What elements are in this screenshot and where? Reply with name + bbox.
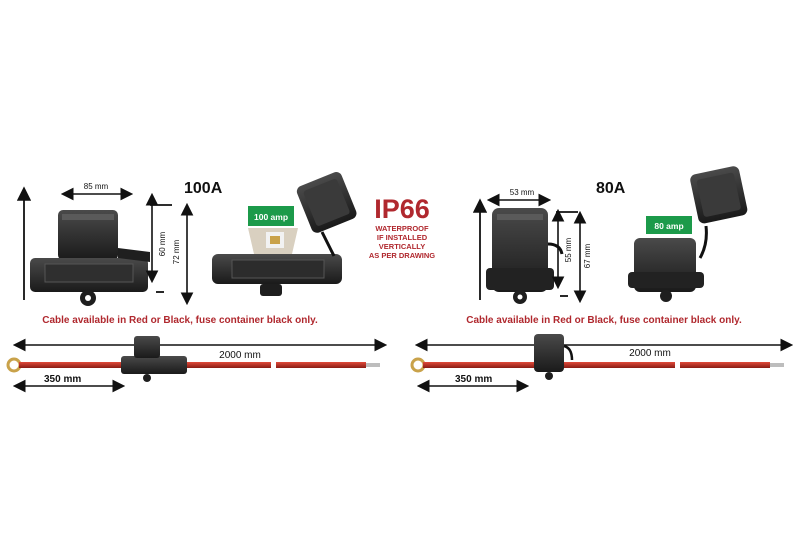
left-fuse-tag	[248, 206, 294, 226]
left-rating: 100A	[184, 180, 223, 197]
right-closed-holder	[486, 208, 564, 304]
left-lead-length: 350 mm	[44, 374, 81, 385]
ip-note-line-1: WATERPROOF	[375, 224, 429, 233]
ip-note-line-2: IF INSTALLED	[377, 233, 428, 242]
left-cable-assembly: 2000 mm 350 mm	[6, 336, 388, 393]
ip-note-line-3: VERTICALLY	[379, 242, 425, 251]
right-lead-length: 350 mm	[455, 374, 492, 385]
right-cable-assembly: 2000 mm 350 mm	[410, 334, 794, 393]
left-width-label: 85 mm	[84, 182, 109, 191]
left-fuse-label: 100 amp	[254, 212, 288, 222]
right-rating: 80A	[596, 180, 626, 197]
right-cable-note: Cable available in Red or Black, fuse co…	[466, 315, 742, 326]
left-cable-note: Cable available in Red or Black, fuse co…	[42, 315, 318, 326]
right-cable-length: 2000 mm	[629, 348, 671, 359]
ip-rating-title: IP66	[374, 194, 430, 224]
left-outer-height-label: 72 mm	[172, 239, 181, 264]
left-inner-height-label: 60 mm	[158, 231, 167, 256]
right-fuse-tag	[646, 216, 692, 234]
right-width-label: 53 mm	[510, 188, 535, 197]
left-open-holder: 100 amp	[212, 172, 357, 296]
right-outer-height-label: 67 mm	[583, 243, 592, 268]
right-open-holder: 80 amp	[628, 166, 748, 302]
right-inner-height-label: 55 mm	[564, 237, 573, 262]
left-closed-holder	[30, 210, 150, 306]
center-ip-rating: IP66 WATERPROOF IF INSTALLED VERTICALLY …	[369, 194, 435, 260]
right-product-panel: 53 mm 55 mm 67 mm 80A 80 amp Cable avail…	[410, 166, 794, 393]
ip-note-line-4: AS PER DRAWING	[369, 251, 435, 260]
left-product-panel: 85 mm 60 mm 72 mm 100A 100 amp	[6, 172, 388, 393]
right-fuse-label: 80 amp	[654, 221, 683, 231]
left-cable-length: 2000 mm	[219, 350, 261, 361]
